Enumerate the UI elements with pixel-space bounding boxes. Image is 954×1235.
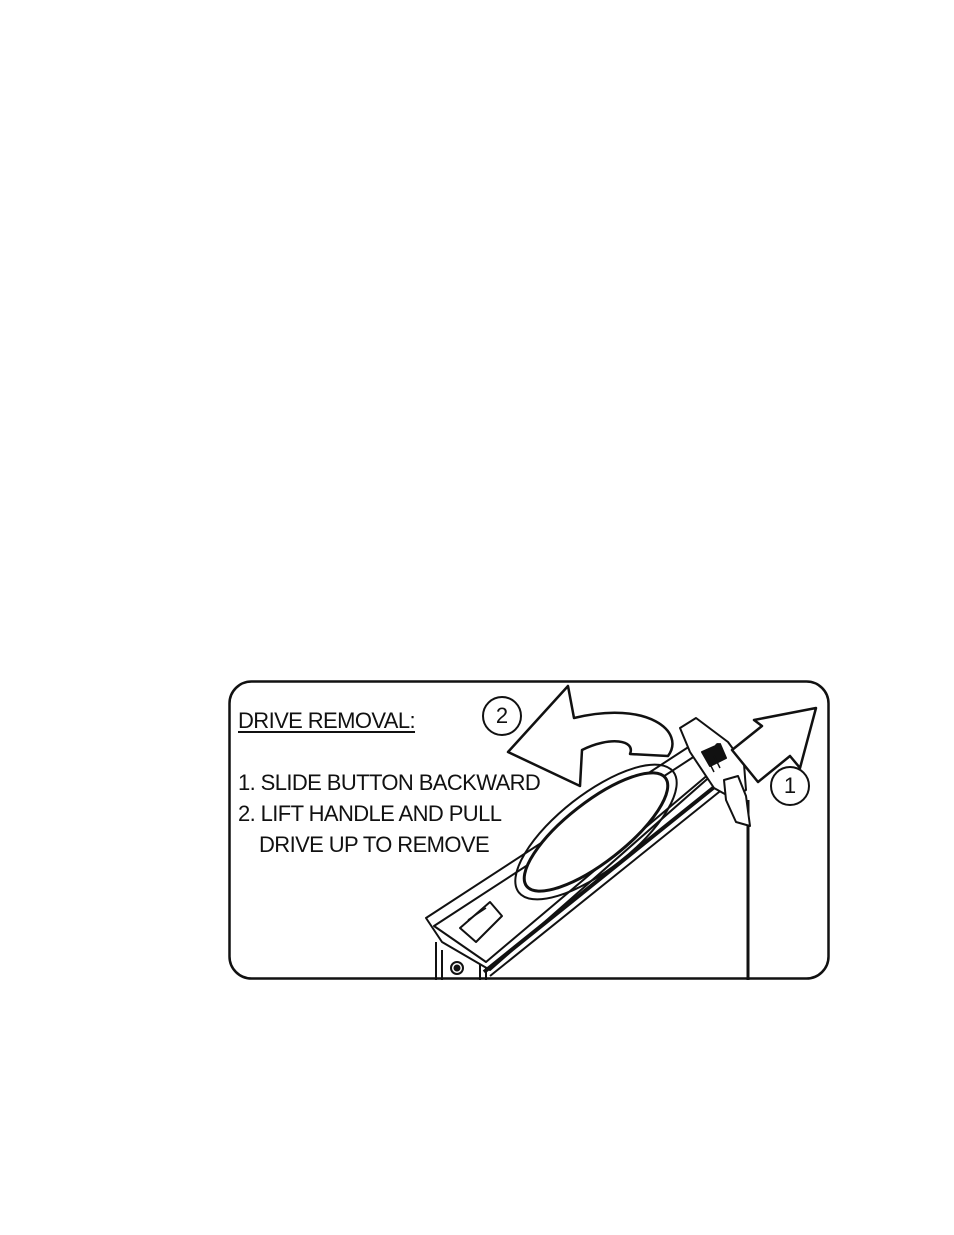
- label-title: DRIVE REMOVAL:: [238, 708, 416, 733]
- step-2-text: 2. LIFT HANDLE AND PULL: [238, 801, 502, 826]
- callout-number-1: 1: [783, 773, 797, 798]
- drive-illustration: [228, 680, 830, 980]
- drive-handle: [679, 717, 751, 827]
- callout-number-2: 2: [495, 703, 509, 728]
- drive-removal-label: DRIVE REMOVAL: 1. SLIDE BUTTON BACKWARD …: [228, 680, 830, 980]
- step-1-text: 1. SLIDE BUTTON BACKWARD: [238, 770, 541, 795]
- step-2-continued-text: DRIVE UP TO REMOVE: [259, 832, 490, 857]
- drive-carrier: [425, 745, 750, 980]
- lift-arrow: [506, 684, 674, 788]
- callout-circle-1: [770, 766, 810, 806]
- callout-circle-2: [482, 696, 522, 736]
- slide-arrow: [730, 706, 818, 784]
